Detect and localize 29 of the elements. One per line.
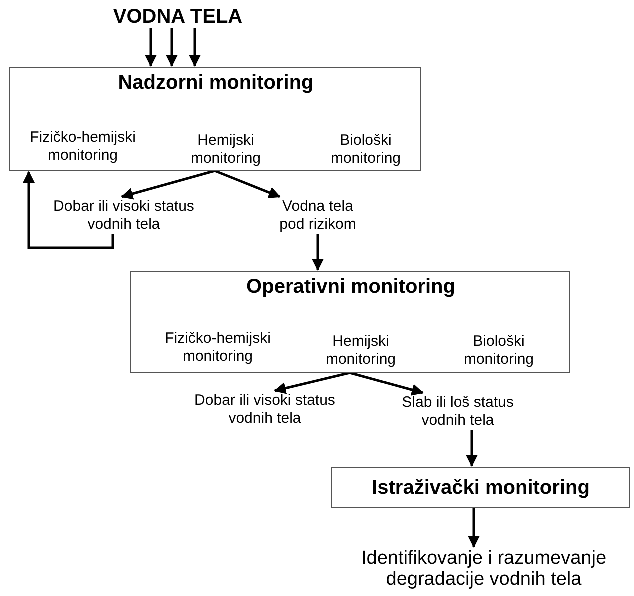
outcome-label: Slab ili loš status vodnih tela: [383, 394, 533, 430]
arrow: [121, 170, 216, 200]
box-heading: Istraživački monitoring: [371, 477, 591, 499]
arrow: [214, 170, 281, 198]
arrow: [23, 171, 114, 250]
process-box: [331, 467, 630, 508]
sub-label: Hemijski monitoring: [324, 333, 398, 369]
process-box: [9, 67, 421, 171]
arrow: [466, 430, 478, 467]
input-label: VODNA TELA: [98, 6, 258, 28]
sub-label: Fizičko-hemijski monitoring: [164, 330, 272, 366]
outcome-label: Dobar ili visoki status vodnih tela: [175, 392, 355, 428]
sub-label: Biološki monitoring: [462, 333, 536, 369]
arrow: [145, 28, 157, 67]
outcome-label: Vodna tela pod rizikom: [272, 198, 364, 234]
arrow: [189, 28, 201, 67]
arrow: [166, 28, 178, 67]
arrow: [312, 234, 324, 271]
sub-label: Biološki monitoring: [330, 132, 402, 168]
box-heading: Nadzorni monitoring: [117, 72, 315, 94]
arrow: [350, 372, 424, 396]
sub-label: Fizičko-hemijski monitoring: [29, 129, 137, 165]
process-box: [130, 271, 570, 373]
arrow: [468, 508, 480, 548]
box-heading: Operativni monitoring: [246, 276, 456, 298]
result-label: Identifikovanje i razumevanje degradacije vodnih tela: [336, 548, 632, 590]
outcome-label: Dobar ili visoki status vodnih tela: [34, 198, 214, 234]
arrow: [274, 372, 350, 394]
sub-label: Hemijski monitoring: [190, 132, 262, 168]
